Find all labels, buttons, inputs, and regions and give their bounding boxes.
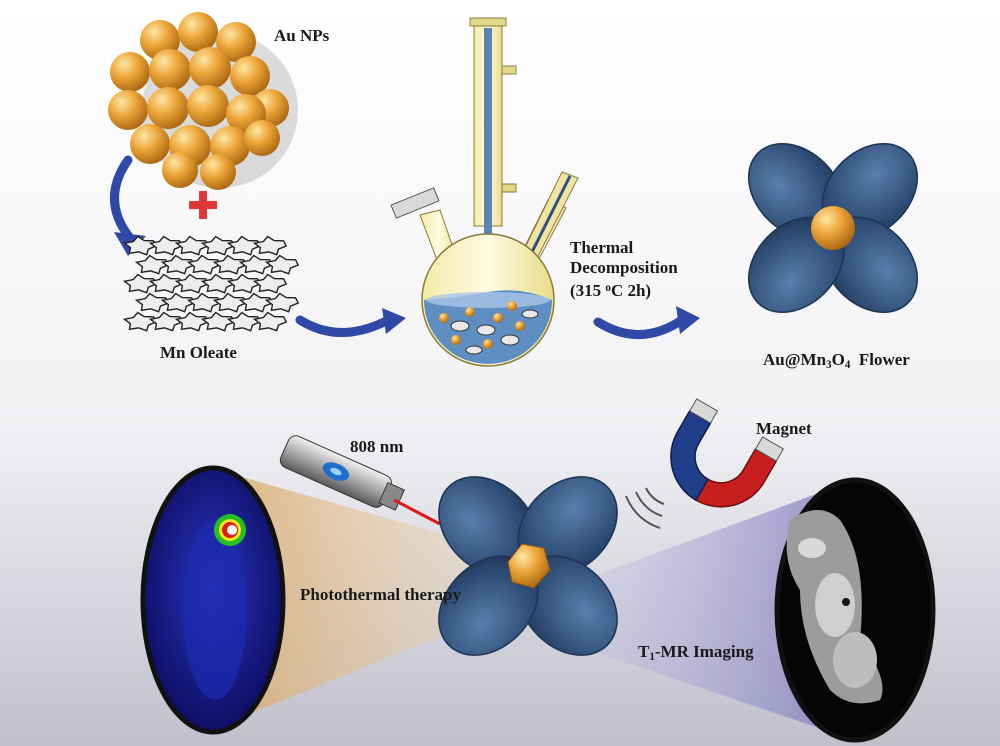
mn-oleate-flake [148,235,184,256]
mn-oleate-flake [148,273,184,294]
mn-oleate-flake [174,273,210,294]
mn-oleate-flake [186,254,222,275]
mn-oleate-flake [226,311,262,332]
mn-oleate-flake [200,273,236,294]
label-photothermal-therapy: Photothermal therapy [300,585,462,604]
mn-oleate-flake [238,292,274,313]
mn-oleate-flake [160,292,196,313]
signal-waves-icon [625,487,665,529]
horseshoe-magnet-icon [670,398,784,508]
mr-cone [540,480,860,742]
mn-oleate-flake [160,254,196,275]
flower-o: O [831,350,845,369]
mn-oleate-flake [122,311,158,332]
arrow-to-flower [593,315,687,339]
mn-oleate-cluster-icon [122,235,300,332]
mn-oleate-flake [212,254,248,275]
label-mn-oleate: Mn Oleate [160,343,237,362]
reaction-flask-icon [390,17,579,367]
flower-word: Flower [858,350,910,369]
thermal-cond-prefix: (315 [570,281,606,300]
mn-oleate-flake [186,292,222,313]
mn-oleate-flake [226,273,262,294]
thermal-line-2: Decomposition [570,258,678,277]
mn-oleate-flake [264,254,300,275]
mn-oleate-flake [252,273,288,294]
nanoflower-icon [747,142,919,314]
mn-oleate-flake [200,235,236,256]
mr-t: T [638,642,650,661]
mn-oleate-flake [212,292,248,313]
nanoflower-icon [438,476,618,656]
plus-icon [189,191,217,219]
label-thermal-decomposition: Thermal Decomposition (315 oC 2h) [570,238,678,301]
mn-oleate-flake [148,311,184,332]
flower-au: Au@Mn [763,350,827,369]
mn-oleate-flake [252,235,288,256]
mn-oleate-flake [134,292,170,313]
gold-nanoparticle-cluster-icon [108,12,298,190]
arrowhead [382,308,406,334]
thermal-line-1: Thermal [570,238,634,257]
photothermal-cone [210,468,530,730]
mn-oleate-flake [134,254,170,275]
label-flower: Au@Mn3O4 Flower [763,350,910,372]
mr-rest: -MR Imaging [654,642,754,661]
mr-sub: 1 [649,651,655,663]
arrow-to-flask [295,315,393,337]
thermal-line-3: (315 oC 2h) [570,278,678,301]
laser-pen-icon [279,435,441,526]
label-au-nps: Au NPs [274,26,330,45]
arrowhead [676,306,700,334]
mn-oleate-flake [200,311,236,332]
mn-oleate-flake [174,311,210,332]
mn-oleate-flake [122,273,158,294]
label-mr-imaging: T1-MR Imaging [638,642,754,664]
flower-sub-2: 4 [844,359,851,371]
label-808nm: 808 nm [350,437,404,456]
mn-oleate-flake [226,235,262,256]
mn-oleate-flake [264,292,300,313]
flower-sub-1: 3 [826,359,832,371]
mn-oleate-flake [174,235,210,256]
thermal-cond-suffix: C 2h) [610,281,652,300]
thermal-cond-degree: o [605,282,611,294]
label-magnet: Magnet [756,419,812,438]
mn-oleate-flake [238,254,274,275]
mr-image-icon [774,477,936,743]
mn-oleate-flake [122,235,158,256]
thermal-image-icon [140,465,286,735]
mn-oleate-flake [252,311,288,332]
curved-arrow-down [110,155,135,243]
